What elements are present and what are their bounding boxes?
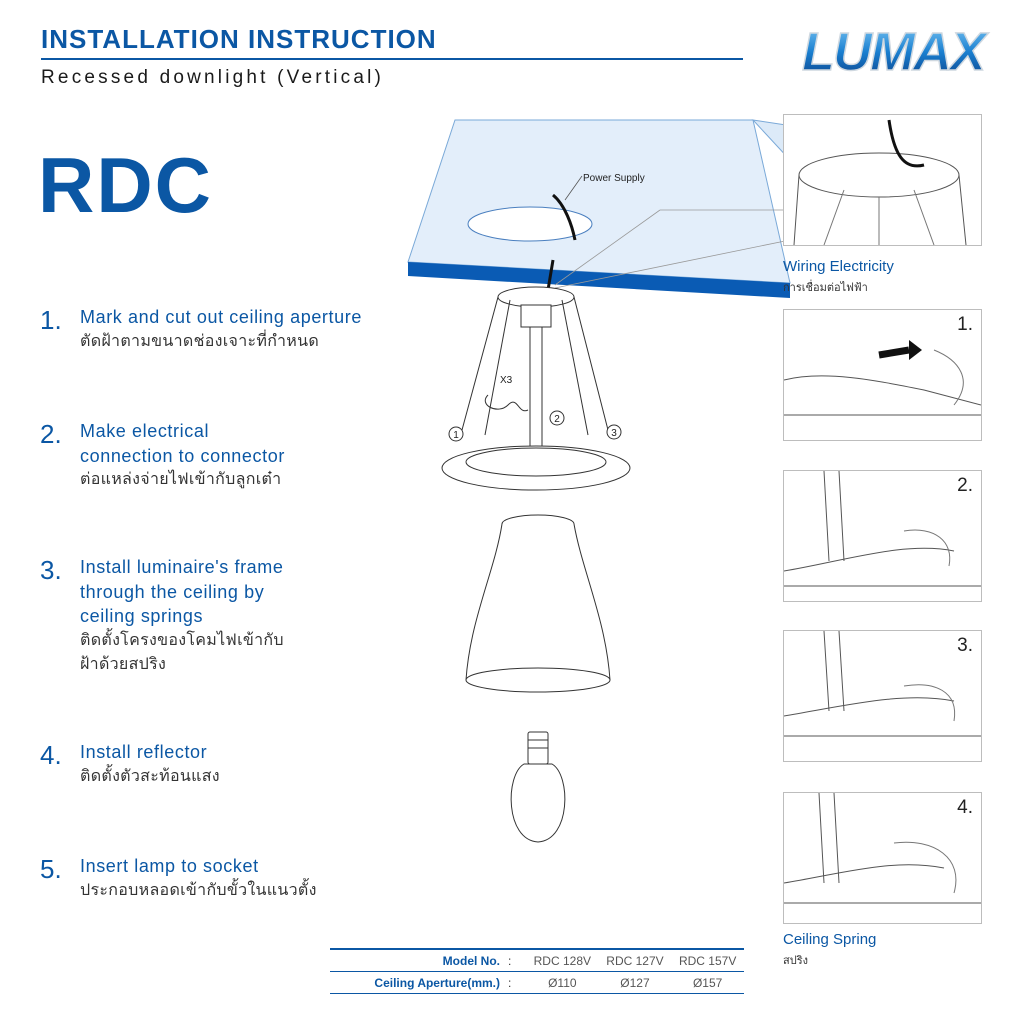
spring-step-2-panel: 2.	[783, 470, 982, 602]
model-value: RDC 127V	[598, 948, 672, 972]
spring-step-3-drawing	[784, 631, 981, 737]
spring-caption-thai: สปริง	[783, 954, 808, 967]
wiring-detail-panel	[783, 114, 982, 246]
spring-step-3-panel: 3.	[783, 630, 982, 762]
marker-1: 1	[448, 426, 464, 442]
step-text-th: ติดตั้งโครงของโคมไฟเข้ากับ ฝ้าด้วยสปริง	[80, 631, 284, 674]
reflector	[465, 514, 611, 693]
wiring-caption-thai: การเชื่อมต่อไฟฟ้า	[783, 281, 868, 294]
spring-caption: Ceiling Spring	[783, 931, 877, 948]
title-divider	[41, 58, 743, 60]
model-value: RDC 128V	[526, 948, 599, 972]
step-text-en: Make electrical connection to connector	[80, 421, 285, 466]
step-number: 1.	[40, 305, 62, 335]
svg-text:2: 2	[554, 414, 560, 425]
step-text-th: ตัดฝ้าตามขนาดช่องเจาะที่กำหนด	[80, 332, 320, 350]
luminaire-frame	[441, 286, 631, 491]
step-text-en: Insert lamp to socket	[80, 856, 259, 876]
model-value: RDC 157V	[671, 948, 744, 972]
panel-number: 3.	[957, 635, 973, 656]
marker-2: 2	[549, 410, 565, 426]
marker-3: 3	[606, 424, 622, 440]
spec-table: Model No. : RDC 128V RDC 127V RDC 157V C…	[330, 948, 744, 994]
step-text-th: ติดตั้งตัวสะท้อนแสง	[80, 767, 220, 785]
spring-step-4-panel: 4.	[783, 792, 982, 924]
step-number: 5.	[40, 854, 62, 884]
aperture-value: Ø127	[598, 971, 672, 994]
spring-step-2-drawing	[784, 471, 981, 587]
model-code: RDC	[38, 141, 213, 229]
brand-logo-text: LUMAX	[802, 22, 989, 82]
spring-step-4-drawing	[784, 793, 981, 904]
step-text-th: ต่อแหล่งจ่ายไฟเข้ากับลูกเต๋า	[80, 471, 282, 488]
panel-number: 4.	[957, 797, 973, 818]
model-label: Model No.	[330, 948, 504, 972]
step-text-th: ประกอบหลอดเข้ากับขั้วในแนวตั้ง	[80, 881, 317, 899]
wiring-detail-drawing	[793, 119, 967, 245]
panel-number: 1.	[957, 314, 973, 335]
lamp-bulb	[510, 731, 566, 843]
table-row: Model No. : RDC 128V RDC 127V RDC 157V	[330, 948, 744, 972]
svg-text:1: 1	[453, 430, 459, 441]
step-text-en: Mark and cut out ceiling aperture	[80, 307, 362, 327]
colon: :	[504, 948, 526, 972]
spring-step-1-panel: 1.	[783, 309, 982, 441]
step-text-en: Install luminaire's frame through the ce…	[80, 557, 284, 626]
power-supply-label: Power Supply	[583, 173, 645, 184]
ceiling-panel	[407, 119, 966, 298]
step-number: 4.	[40, 740, 62, 770]
brand-logo: LUMAX	[801, 21, 991, 82]
step-number: 3.	[40, 555, 62, 585]
panel-number: 2.	[957, 475, 973, 496]
aperture-value: Ø157	[671, 971, 744, 994]
table-row: Ceiling Aperture(mm.) : Ø110 Ø127 Ø157	[330, 971, 744, 994]
step-text-en: Install reflector	[80, 742, 208, 762]
aperture-label: Ceiling Aperture(mm.)	[330, 971, 504, 994]
aperture-value: Ø110	[526, 971, 599, 994]
step-number: 2.	[40, 419, 62, 449]
spring-step-1-drawing	[784, 340, 981, 416]
svg-text:3: 3	[611, 428, 617, 439]
quantity-label: X3	[500, 375, 513, 386]
page-title: INSTALLATION INSTRUCTION	[41, 24, 437, 54]
colon: :	[504, 971, 526, 994]
wiring-caption: Wiring Electricity	[783, 258, 894, 275]
page-subtitle: Recessed downlight (Vertical)	[41, 67, 385, 88]
